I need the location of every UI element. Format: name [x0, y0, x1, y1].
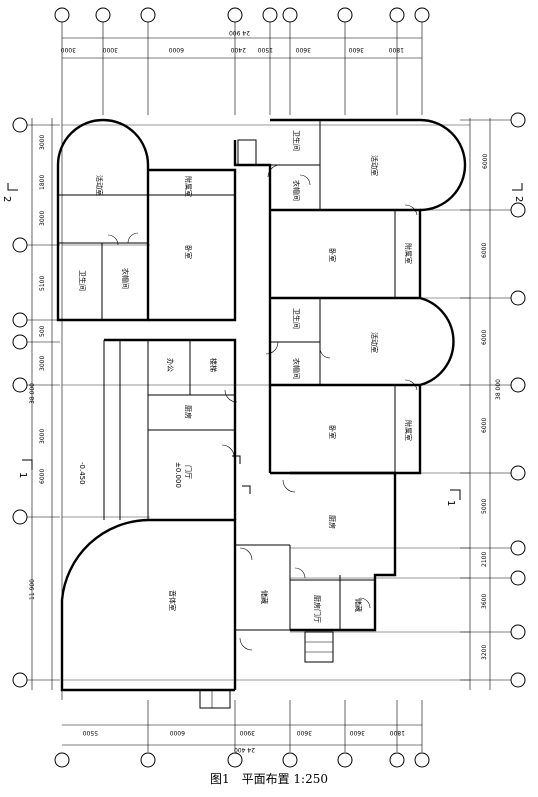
room-bedroom-3: 卧室: [328, 248, 337, 262]
right-dimensions: 6000 6000 6000 6000 5000 2100 3600 3200 …: [460, 118, 511, 690]
section-2-left: 2: [1, 196, 12, 202]
top-total-dim: 24 900: [229, 29, 250, 36]
bottom-dim-6: 1800: [390, 729, 405, 736]
room-music: 音体室: [168, 590, 177, 611]
level-outside: -0.450: [78, 462, 86, 485]
room-activity-2: 活动室: [370, 332, 379, 353]
left-dim-2: 1800: [39, 175, 46, 190]
left-total-dim: 11 900: [29, 579, 36, 600]
room-service-hall: 厨房门厅: [313, 595, 322, 623]
room-bedroom-1: 卧室: [184, 245, 193, 259]
right-dim-3: 6000: [481, 330, 488, 345]
room-activity-1: 活动室: [95, 175, 104, 196]
building-walls: [56, 118, 467, 709]
right-total-dim: 38 000: [495, 379, 502, 400]
figure-caption: 图1 平面布置 1:250: [209, 772, 329, 786]
room-storage-5: 附属室: [404, 243, 413, 264]
room-kitchen: 厨房: [328, 515, 337, 529]
right-dim-6: 2100: [481, 552, 488, 567]
left-dim-5: 500: [39, 325, 46, 337]
right-dim-5: 5000: [481, 499, 488, 514]
bottom-dimensions: 5500 6000 3900 3600 3600 1800 24 400: [62, 700, 423, 753]
bottom-dim-2: 6000: [170, 729, 185, 736]
room-bedroom-2: 卧室: [328, 425, 337, 439]
top-grid-bubbles: [54, 7, 430, 23]
room-kitchen-small: 厨房: [184, 405, 193, 419]
room-labels: 活动室 附属室 卧室 卫生间 衣帽间 办公 楼梯 厨房 门厅 ±0.000 -0…: [78, 130, 413, 623]
left-dim-6: 3000: [39, 356, 46, 371]
level-hall: ±0.000: [174, 462, 182, 488]
bottom-dim-3: 3900: [240, 729, 255, 736]
right-dim-8: 3200: [481, 645, 488, 660]
top-dimensions: 24 900 3000 3000 6000 2400 1500 3600 360…: [61, 22, 423, 700]
top-dim-2: 3000: [103, 46, 118, 53]
room-storage-4: 附属室: [404, 420, 413, 441]
room-hall: 门厅: [184, 465, 193, 479]
right-dim-7: 3600: [481, 594, 488, 609]
room-storage-3: 储藏: [354, 598, 363, 612]
top-dim-4: 2400: [231, 46, 246, 53]
room-toilet-3: 卫生间: [292, 130, 301, 151]
room-office: 办公: [166, 358, 175, 372]
section-2-right: 2: [513, 196, 524, 202]
bottom-dim-5: 3600: [350, 729, 365, 736]
top-dim-6: 3600: [296, 46, 311, 53]
room-activity-3: 活动室: [370, 155, 379, 176]
bottom-dim-4: 3600: [297, 729, 312, 736]
left-sub-dim: 38 000: [29, 383, 36, 404]
room-cloak-1: 衣帽间: [121, 268, 130, 289]
room-toilet-1: 卫生间: [78, 270, 87, 291]
section-markers: 2 2 1 1: [1, 183, 524, 506]
room-cloak-3: 衣帽间: [292, 180, 301, 201]
right-dim-1: 6000: [482, 154, 489, 169]
left-dim-7: 3000: [39, 429, 46, 444]
left-dim-8: 6000: [39, 469, 46, 484]
floor-plan: 24 900 3000 3000 6000 2400 1500 3600 360…: [1, 7, 526, 768]
left-dim-1: 3000: [39, 135, 46, 150]
right-dim-2: 6000: [481, 243, 488, 258]
section-1-right: 1: [445, 500, 456, 506]
room-stair: 楼梯: [209, 358, 218, 372]
bottom-dim-1: 5500: [83, 729, 98, 736]
top-dim-8: 1800: [389, 46, 404, 53]
left-dimensions: 3000 1800 3000 5100 500 3000 3000 6000 3…: [27, 118, 60, 690]
left-dim-3: 3000: [39, 211, 46, 226]
room-storage-2: 储藏: [260, 590, 269, 604]
top-dim-5: 1500: [258, 46, 273, 53]
top-dim-1: 3000: [61, 46, 76, 53]
room-storage-1: 附属室: [184, 176, 193, 197]
left-dim-4: 5100: [39, 276, 46, 291]
bottom-total-dim: 24 400: [234, 746, 255, 753]
top-dim-3: 6000: [169, 46, 184, 53]
right-dim-4: 6000: [481, 418, 488, 433]
door-swings: [107, 164, 418, 651]
bottom-grid-bubbles: [54, 752, 430, 768]
room-toilet-2: 卫生间: [292, 308, 301, 329]
room-cloak-2: 衣帽间: [292, 358, 301, 379]
left-grid-bubbles: [12, 117, 28, 688]
section-1-left: 1: [17, 472, 28, 478]
top-dim-7: 3600: [349, 46, 364, 53]
